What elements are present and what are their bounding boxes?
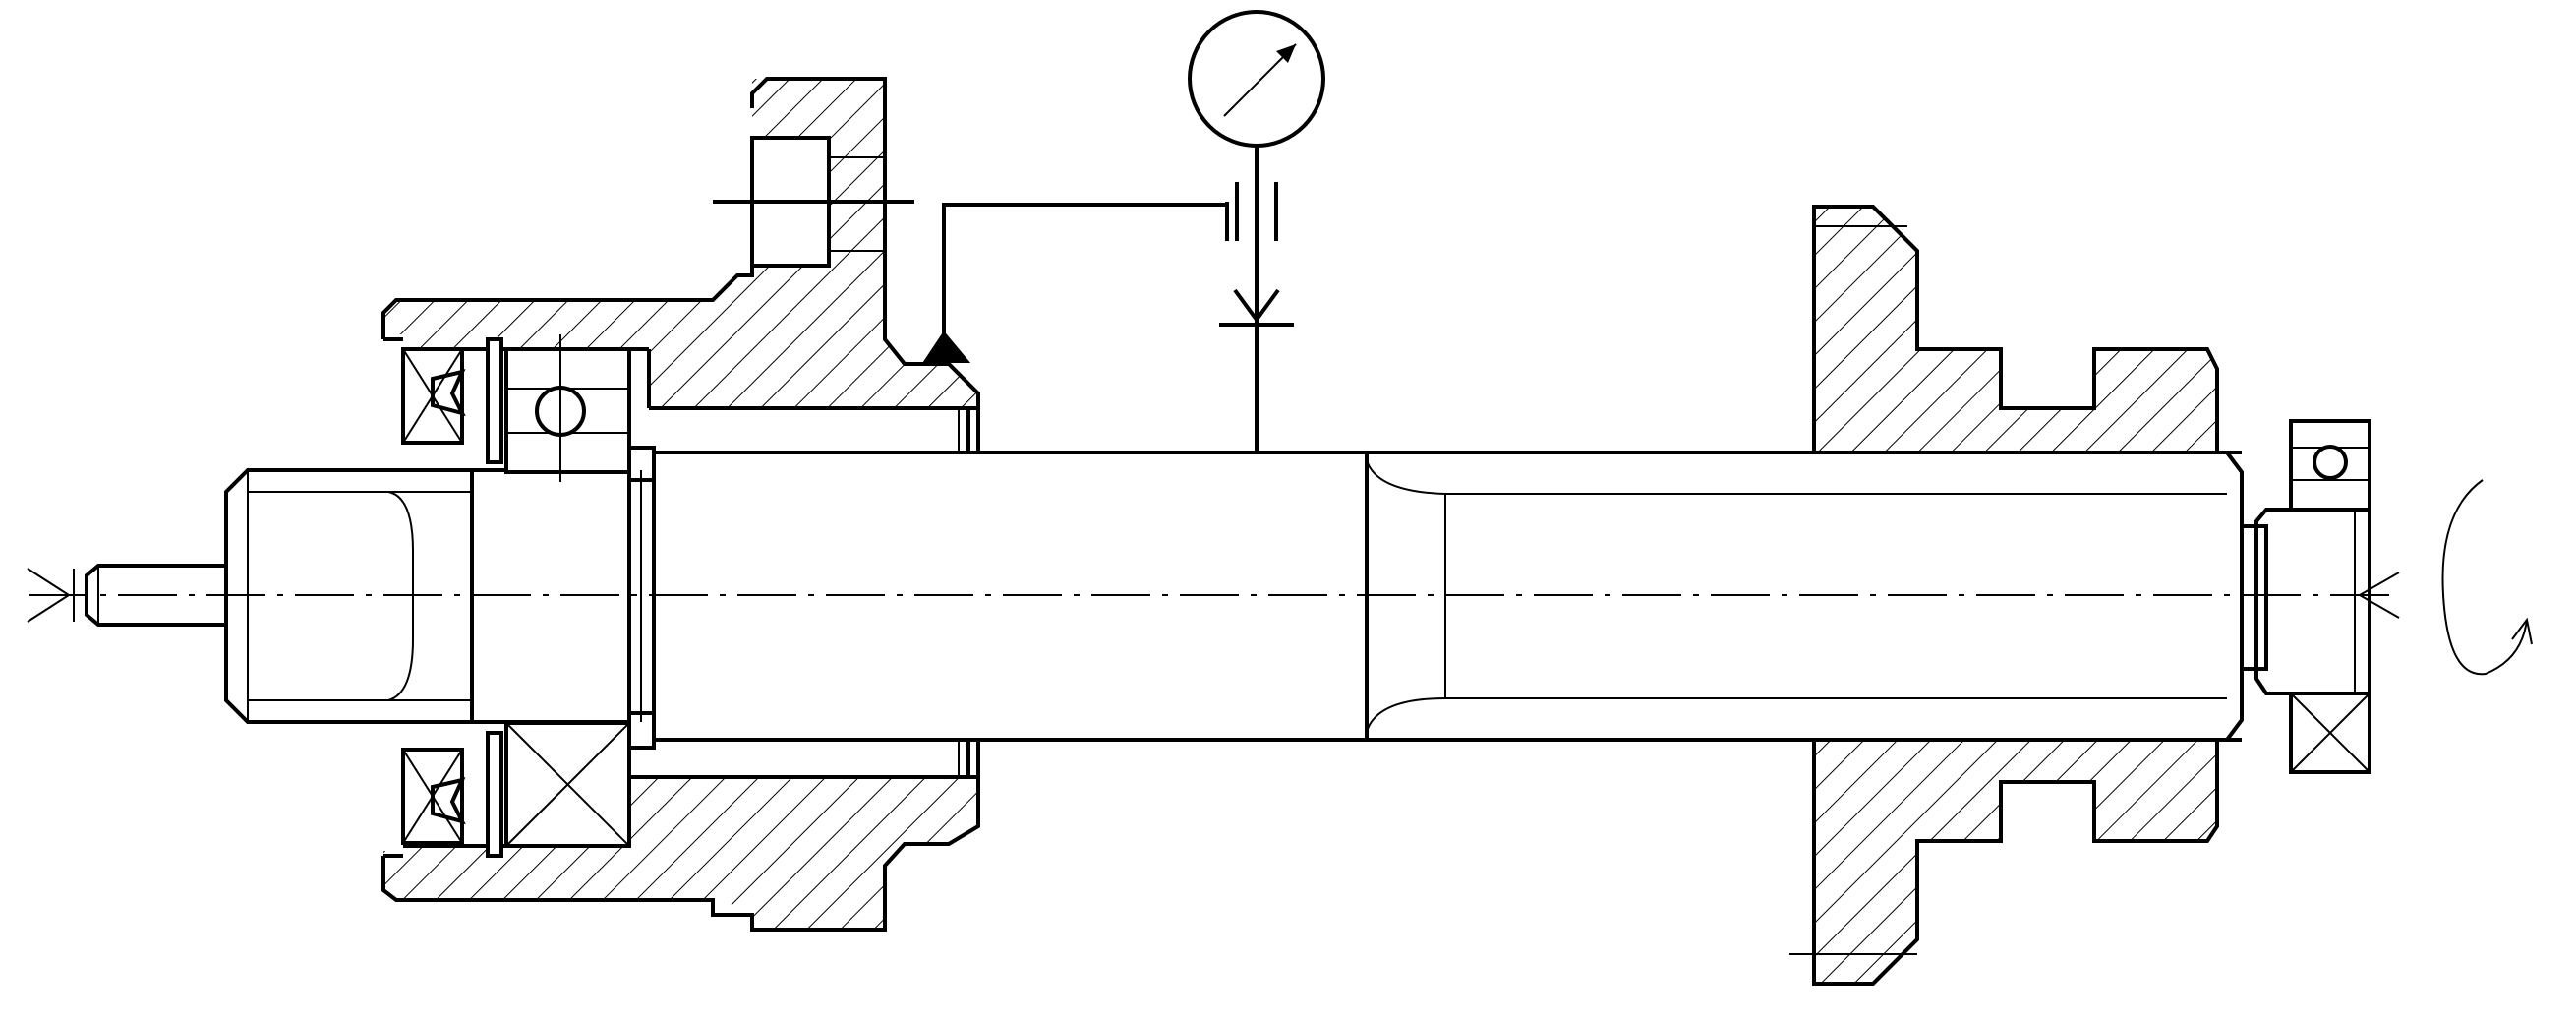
housing-lower-section <box>381 740 980 932</box>
right-center-point-icon <box>2359 572 2400 619</box>
roller-bearing-lower <box>504 721 631 848</box>
retaining-ring <box>486 337 503 858</box>
bearing-nut <box>627 446 656 750</box>
dial-indicator-icon <box>1188 10 1325 452</box>
lip-seal-lower <box>401 748 466 845</box>
right-shaft-end <box>2242 524 2268 671</box>
left-pin <box>85 564 226 627</box>
right-bearing-lower <box>2289 692 2371 774</box>
datum-reference-leader <box>922 203 1227 363</box>
rotation-arrow-icon <box>2441 479 2533 676</box>
right-bearing-body <box>2254 508 2371 695</box>
right-bearing-upper <box>2289 419 2371 512</box>
housing-upper-section <box>381 77 980 452</box>
gear-hub-upper <box>1812 205 2219 452</box>
left-center-point-icon <box>27 568 75 623</box>
lip-seal-upper <box>401 347 466 445</box>
gear-hub-lower <box>1789 740 2219 986</box>
ball-bearing-upper <box>504 334 631 482</box>
